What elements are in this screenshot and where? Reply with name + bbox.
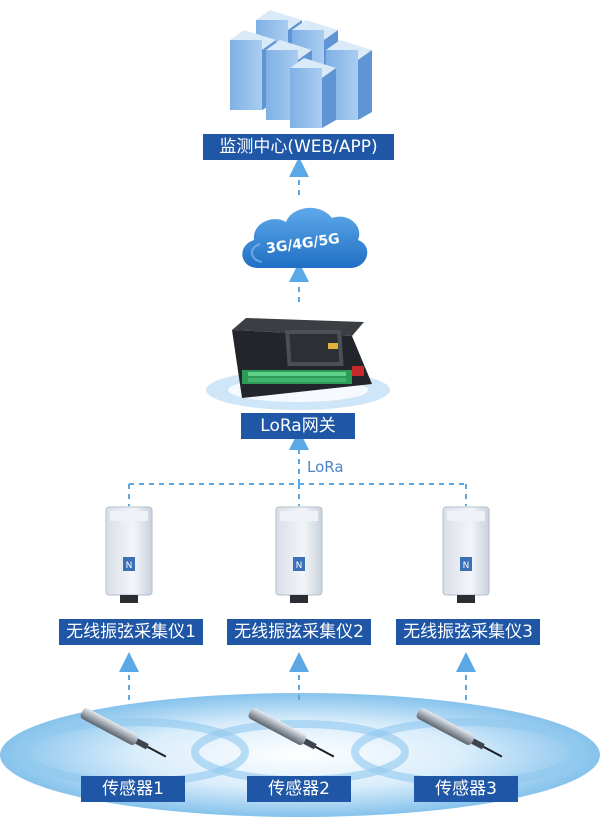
server-cluster-icon (230, 10, 372, 128)
collector-device-icon-2: N (275, 506, 323, 603)
collector-device-icon-1: N (105, 506, 153, 603)
collector-device-icon-3: N (442, 506, 490, 603)
svg-text:N: N (463, 561, 470, 571)
sensor-probe-icon-1 (80, 708, 167, 758)
svg-text:N: N (296, 561, 303, 571)
sensor-probe-icon-2 (248, 708, 335, 758)
cloud-icon (242, 207, 368, 268)
collector-label-1: 无线振弦采集仪1 (59, 619, 203, 645)
collector-label-3: 无线振弦采集仪3 (396, 619, 540, 645)
collector-label-2: 无线振弦采集仪2 (227, 619, 371, 645)
lora-link-label: LoRa (307, 458, 344, 476)
gateway-device-icon (232, 318, 372, 398)
sensor-probe-icon-3 (416, 708, 503, 758)
monitoring-center-label: 监测中心(WEB/APP) (203, 134, 394, 160)
sensor-label-3: 传感器3 (414, 776, 518, 802)
svg-text:N: N (126, 561, 133, 571)
gateway-label: LoRa网关 (241, 413, 355, 439)
sensor-label-1: 传感器1 (81, 776, 185, 802)
sensor-label-2: 传感器2 (247, 776, 351, 802)
